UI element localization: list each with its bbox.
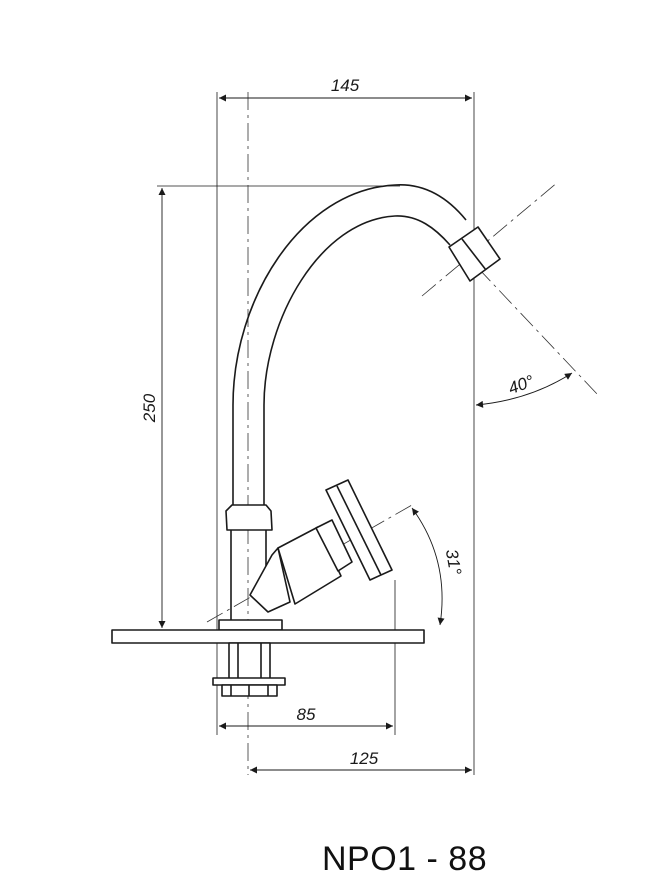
- valve-cone: [249, 547, 291, 613]
- dimension-lines: [158, 94, 573, 774]
- faucet-outline: [111, 184, 501, 697]
- dim-145: 145: [331, 76, 360, 95]
- arc-31: [411, 507, 445, 626]
- base-nut-top: [218, 619, 283, 631]
- mounting-plate: [111, 629, 425, 644]
- spout-inner: [263, 215, 451, 505]
- arc-40: [475, 372, 573, 408]
- dim-85: 85: [297, 705, 316, 724]
- dim-40-degrees: 40°: [506, 371, 537, 398]
- dim-125: 125: [350, 749, 379, 768]
- collar: [225, 504, 273, 531]
- handle-hub: [315, 519, 353, 572]
- model-label: NPO1 - 88: [322, 840, 488, 878]
- locknut-washer: [212, 677, 286, 686]
- extension-lines: [157, 92, 475, 775]
- dim-250: 250: [140, 393, 159, 423]
- spout-outer: [232, 184, 467, 505]
- shank: [228, 642, 271, 680]
- dim-31-degrees: 31°: [442, 548, 465, 577]
